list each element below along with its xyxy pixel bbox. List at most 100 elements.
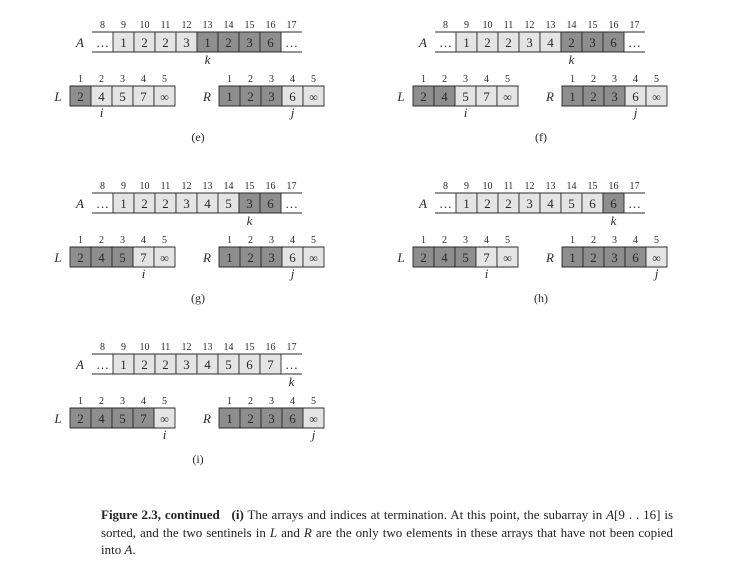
- array-r-index: 2: [591, 74, 596, 85]
- pointer-j: j: [632, 105, 638, 120]
- array-a-value: 3: [183, 357, 190, 372]
- array-r-value: ∞: [309, 251, 318, 265]
- array-r-index: 1: [570, 74, 575, 85]
- caption-range: [9 . . 16]: [614, 507, 661, 522]
- array-l-value: 2: [77, 411, 84, 426]
- pointer-k: k: [205, 52, 211, 67]
- array-l-value: 7: [483, 89, 490, 104]
- array-r-value: 2: [590, 89, 597, 104]
- array-a-value: 1: [204, 35, 211, 50]
- caption-text-1: The arrays and indices at termination. A…: [247, 507, 603, 522]
- array-l-value: 5: [119, 89, 126, 104]
- array-a-index: 12: [182, 20, 192, 31]
- array-a-index: 16: [266, 342, 276, 353]
- array-r-value: 3: [268, 89, 275, 104]
- array-l-value: 7: [140, 411, 147, 426]
- array-l-index: 3: [120, 235, 125, 246]
- array-l-value: ∞: [160, 412, 169, 426]
- array-l-value: 7: [140, 250, 147, 265]
- pointer-i: i: [142, 266, 146, 281]
- array-l-index: 1: [421, 235, 426, 246]
- array-a-value: …: [285, 35, 298, 50]
- caption-array-a-2: A: [124, 542, 133, 557]
- array-l-index: 2: [442, 74, 447, 85]
- array-r-index: 2: [248, 235, 253, 246]
- array-l-index: 5: [505, 235, 510, 246]
- array-l-value: ∞: [160, 90, 169, 104]
- pointer-k: k: [611, 213, 617, 228]
- array-a-index: 15: [588, 181, 598, 192]
- panel-label: (g): [191, 291, 205, 305]
- array-a-value: 6: [267, 35, 274, 50]
- array-r-value: 1: [226, 250, 233, 265]
- array-a-name: A: [418, 196, 427, 211]
- array-r-name: R: [202, 411, 211, 426]
- caption-part: (i): [231, 507, 244, 522]
- array-a-index: 17: [630, 20, 640, 31]
- array-a-index: 8: [100, 342, 105, 353]
- array-a-value: 1: [463, 196, 470, 211]
- array-l-value: 5: [119, 250, 126, 265]
- array-a-index: 15: [245, 20, 255, 31]
- array-a-value: 2: [162, 35, 169, 50]
- array-a-index: 9: [464, 181, 469, 192]
- caption-label: Figure 2.3, continued: [101, 507, 220, 522]
- array-a-index: 12: [182, 342, 192, 353]
- array-r-index: 4: [290, 396, 295, 407]
- array-r-value: ∞: [652, 90, 661, 104]
- array-l-value: 7: [140, 89, 147, 104]
- pointer-k: k: [289, 374, 295, 389]
- array-a-value: …: [96, 196, 109, 211]
- array-a-value: 2: [141, 196, 148, 211]
- array-l-value: 7: [483, 250, 490, 265]
- array-a-index: 10: [483, 181, 493, 192]
- array-a-index: 15: [245, 342, 255, 353]
- array-a-value: …: [96, 357, 109, 372]
- array-a-index: 16: [266, 20, 276, 31]
- array-l-index: 1: [78, 74, 83, 85]
- array-l-index: 2: [99, 396, 104, 407]
- array-a-value: 5: [225, 196, 232, 211]
- pointer-k: k: [247, 213, 253, 228]
- array-a-value: 3: [246, 196, 253, 211]
- array-l-index: 1: [421, 74, 426, 85]
- array-a-index: 11: [504, 181, 514, 192]
- array-l-index: 3: [120, 74, 125, 85]
- array-l-value: 2: [420, 250, 427, 265]
- array-r-value: 1: [569, 250, 576, 265]
- array-a-index: 10: [140, 181, 150, 192]
- array-a-value: 3: [589, 35, 596, 50]
- array-r-index: 5: [311, 74, 316, 85]
- array-a-value: …: [285, 196, 298, 211]
- array-a-value: 4: [547, 35, 554, 50]
- array-a-index: 11: [161, 20, 171, 31]
- array-r-name: R: [202, 89, 211, 104]
- array-a-value: 2: [484, 196, 491, 211]
- array-a-value: …: [439, 35, 452, 50]
- array-r-index: 5: [654, 235, 659, 246]
- array-r-value: 3: [268, 411, 275, 426]
- caption-array-a: A: [606, 507, 615, 522]
- array-l-index: 1: [78, 235, 83, 246]
- array-a-index: 11: [504, 20, 514, 31]
- array-a-value: 1: [120, 196, 127, 211]
- pointer-i: i: [464, 105, 468, 120]
- array-a-value: 2: [568, 35, 575, 50]
- array-l-value: 4: [441, 250, 448, 265]
- array-l-value: 2: [77, 89, 84, 104]
- array-r-index: 5: [311, 235, 316, 246]
- array-a-index: 8: [443, 181, 448, 192]
- array-a-value: 2: [141, 35, 148, 50]
- array-r-value: ∞: [309, 412, 318, 426]
- array-l-index: 5: [162, 74, 167, 85]
- array-a-index: 17: [287, 342, 297, 353]
- array-l-index: 1: [78, 396, 83, 407]
- array-l-name: L: [53, 89, 61, 104]
- array-l-index: 4: [141, 396, 146, 407]
- array-r-value: 6: [632, 89, 639, 104]
- pointer-j: j: [310, 427, 316, 442]
- array-a-index: 14: [224, 342, 234, 353]
- array-r-index: 4: [633, 74, 638, 85]
- array-r-index: 1: [227, 396, 232, 407]
- array-a-index: 8: [100, 20, 105, 31]
